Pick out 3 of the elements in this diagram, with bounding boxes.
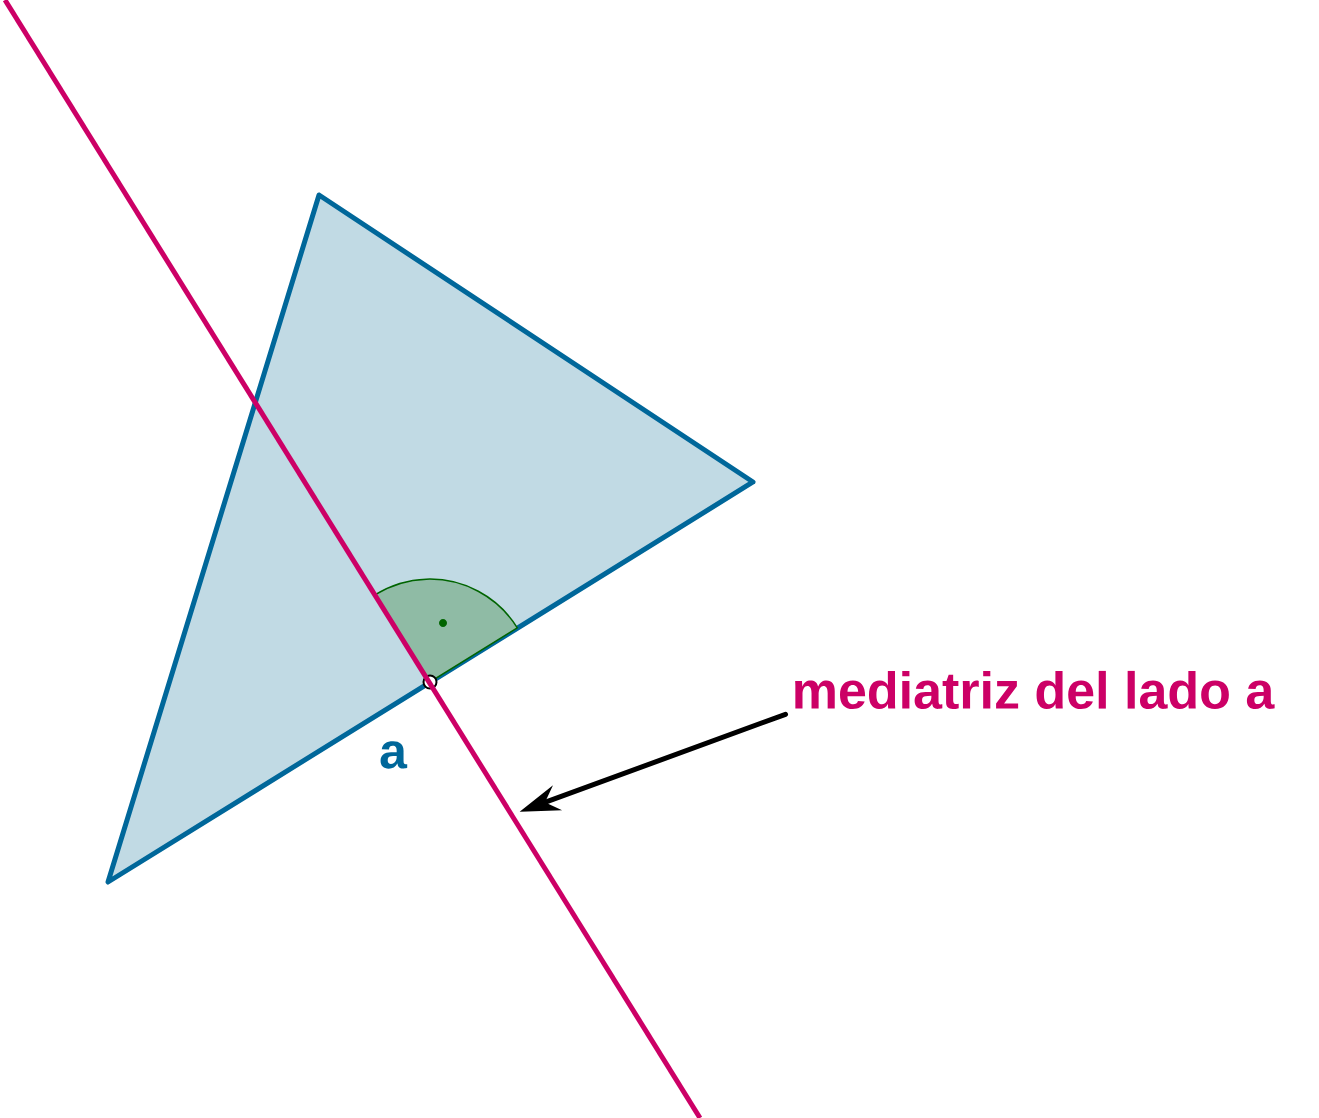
side-label: a: [380, 741, 408, 769]
label-text: mediatriz del lado a: [795, 670, 1275, 710]
perpendicular-bisector: [2, 0, 703, 1118]
